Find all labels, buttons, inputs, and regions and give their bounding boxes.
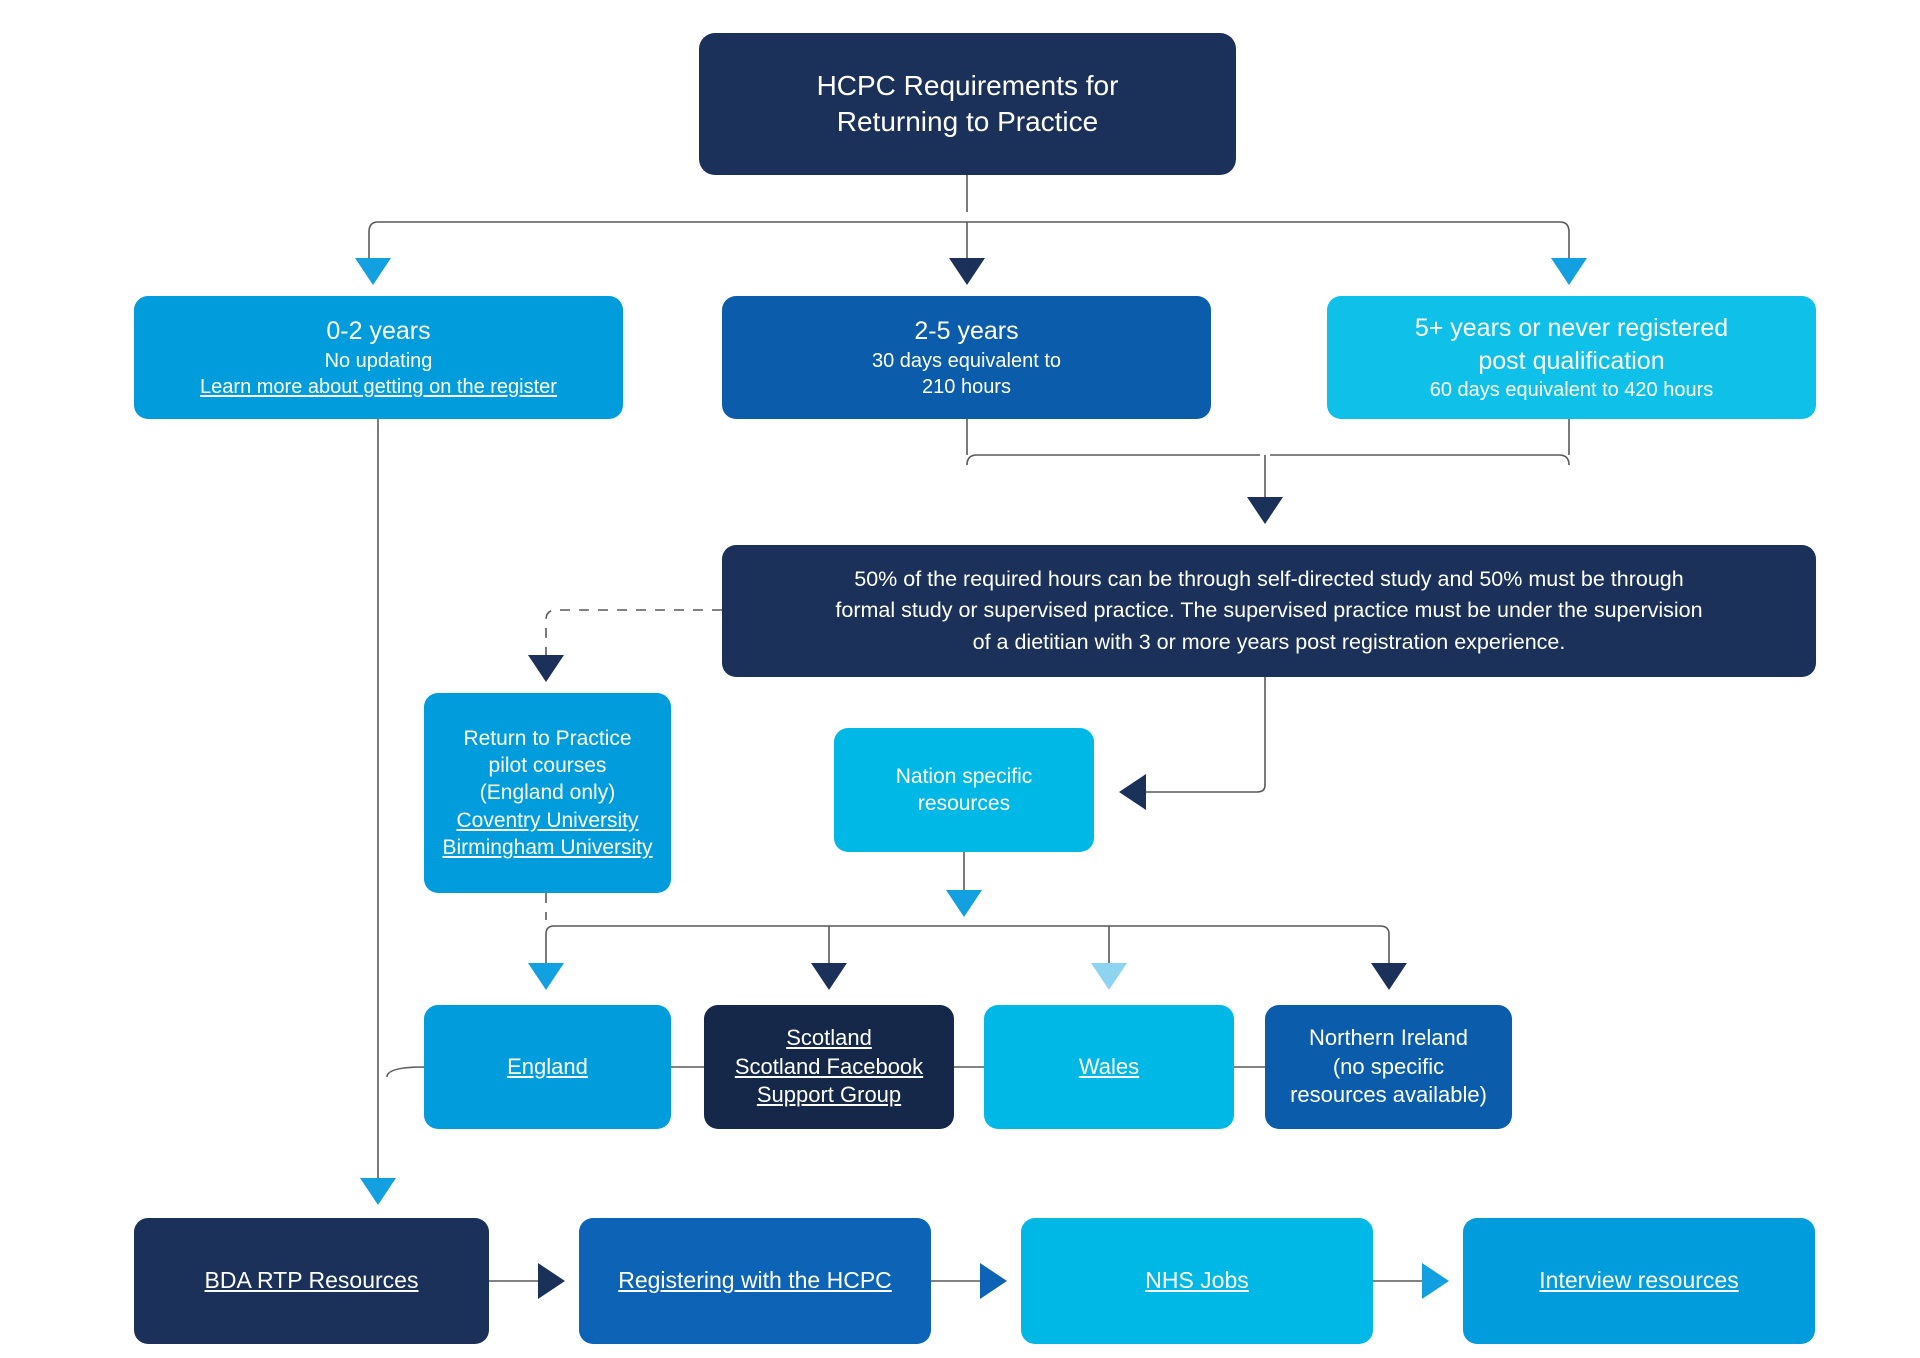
wire-england-to-left-spine xyxy=(386,1066,425,1078)
arrowhead-bda-to-registering xyxy=(538,1263,565,1299)
rtp-line-3: (England only) xyxy=(479,781,616,805)
link-coventry-university[interactable]: Coventry University xyxy=(456,808,639,832)
node-bda-rtp-resources: BDA RTP Resources xyxy=(134,1218,489,1344)
wire-fifty-to-nation xyxy=(1146,677,1266,793)
northern-ireland-line-3: resources available) xyxy=(1290,1082,1487,1108)
link-scotland-facebook-support-group-line-1[interactable]: Scotland Facebook xyxy=(734,1053,924,1079)
arrowhead-to-wales xyxy=(1091,963,1127,990)
node-interview-resources: Interview resources xyxy=(1463,1218,1815,1344)
arrowhead-to-scotland xyxy=(811,963,847,990)
arrowhead-to-england xyxy=(528,963,564,990)
link-registering-with-the-hcpc[interactable]: Registering with the HCPC xyxy=(618,1267,892,1294)
node-fifty-percent-rule: 50% of the required hours can be through… xyxy=(722,545,1816,677)
years-0-2-title: 0-2 years xyxy=(326,317,431,346)
arrowhead-to-fifty-box xyxy=(1247,497,1283,524)
wire-merge-left xyxy=(966,454,1260,466)
arrowhead-to-nation-resources xyxy=(1119,774,1146,810)
nation-resources-line-1: Nation specific xyxy=(895,764,1033,788)
rtp-line-2: pilot courses xyxy=(488,754,607,778)
northern-ireland-line-1: Northern Ireland xyxy=(1309,1025,1468,1051)
node-rtp-pilot-courses: Return to Practice pilot courses (Englan… xyxy=(424,693,671,893)
wire-bus-left-drop xyxy=(368,221,379,258)
arrowhead-nhs-to-interview xyxy=(1422,1263,1449,1299)
link-nhs-jobs[interactable]: NHS Jobs xyxy=(1145,1267,1249,1294)
title-line-1: HCPC Requirements for xyxy=(816,69,1119,101)
wire-nation-bus-england xyxy=(545,925,555,963)
node-title: HCPC Requirements for Returning to Pract… xyxy=(699,33,1236,175)
node-registering-with-hcpc: Registering with the HCPC xyxy=(579,1218,931,1344)
fifty-percent-line-1: 50% of the required hours can be through… xyxy=(854,567,1684,592)
arrowhead-nation-down xyxy=(946,890,982,917)
node-0-2-years: 0-2 years No updating Learn more about g… xyxy=(134,296,623,419)
arrowhead-registering-to-nhs xyxy=(980,1263,1007,1299)
node-northern-ireland: Northern Ireland (no specific resources … xyxy=(1265,1005,1512,1129)
node-scotland: Scotland Scotland Facebook Support Group xyxy=(704,1005,954,1129)
arrowhead-to-2-5-years xyxy=(949,258,985,285)
fifty-percent-line-3: of a dietitian with 3 or more years post… xyxy=(972,629,1566,654)
node-5plus-years: 5+ years or never registered post qualif… xyxy=(1327,296,1816,419)
arrowhead-to-bda-resources xyxy=(360,1178,396,1205)
rtp-line-1: Return to Practice xyxy=(463,726,632,750)
arrowhead-to-0-2-years xyxy=(355,258,391,285)
arrowhead-to-rtp-pilot xyxy=(528,655,564,682)
arrowhead-to-nireland xyxy=(1371,963,1407,990)
arrowhead-to-5plus-years xyxy=(1551,258,1587,285)
years-0-2-sub: No updating xyxy=(324,349,433,372)
link-getting-on-the-register[interactable]: Learn more about getting on the register xyxy=(200,375,557,398)
years-5plus-sub: 60 days equivalent to 420 hours xyxy=(1429,379,1714,401)
wire-merge-right xyxy=(1270,454,1570,466)
years-5plus-title-line-1: 5+ years or never registered xyxy=(1414,314,1729,342)
wire-fifty-to-rtp-dashed xyxy=(545,609,722,655)
link-interview-resources[interactable]: Interview resources xyxy=(1539,1267,1739,1294)
years-2-5-title: 2-5 years xyxy=(914,317,1019,346)
node-nation-specific-resources: Nation specific resources xyxy=(834,728,1094,852)
fifty-percent-line-2: formal study or supervised practice. The… xyxy=(835,598,1703,623)
node-wales: Wales xyxy=(984,1005,1234,1129)
node-nhs-jobs: NHS Jobs xyxy=(1021,1218,1373,1344)
link-bda-rtp-resources[interactable]: BDA RTP Resources xyxy=(204,1267,419,1294)
wire-bus-right-drop xyxy=(1559,221,1570,258)
wire-nation-bus-nireland xyxy=(1379,925,1390,963)
years-5plus-title-line-2: post qualification xyxy=(1478,346,1665,375)
nation-resources-line-2: resources xyxy=(917,792,1011,815)
link-wales[interactable]: Wales xyxy=(1078,1053,1140,1079)
node-england: England xyxy=(424,1005,671,1129)
link-scotland[interactable]: Scotland xyxy=(786,1025,872,1051)
years-2-5-sub-line-2: 210 hours xyxy=(922,375,1011,398)
title-line-2: Returning to Practice xyxy=(836,106,1099,137)
link-birmingham-university[interactable]: Birmingham University xyxy=(442,835,653,859)
northern-ireland-line-2: (no specific xyxy=(1332,1053,1445,1079)
years-2-5-sub-line-1: 30 days equivalent to xyxy=(871,349,1062,372)
link-scotland-facebook-support-group-line-2[interactable]: Support Group xyxy=(756,1082,902,1108)
node-2-5-years: 2-5 years 30 days equivalent to 210 hour… xyxy=(722,296,1211,419)
link-england[interactable]: England xyxy=(507,1053,588,1079)
